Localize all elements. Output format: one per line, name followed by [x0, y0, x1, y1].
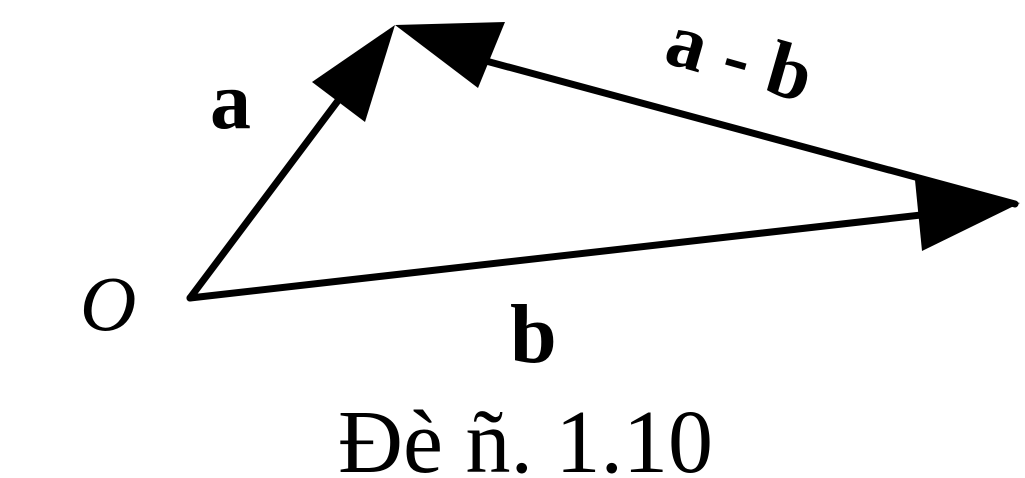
vector-a-minus-b-shaft	[471, 54, 1019, 208]
origin-label: O	[80, 260, 136, 347]
vector-b-shaft	[186, 210, 934, 302]
vector-a-shaft	[186, 78, 356, 302]
figure-caption: Đè ñ. 1.10	[338, 393, 713, 478]
vector-a-arrowhead	[312, 25, 395, 122]
vector-a-minus-b-arrowhead	[395, 22, 505, 88]
vector-b-label: b	[510, 288, 557, 381]
difference-label: a - b	[657, 0, 823, 119]
vector-a-label: a	[210, 55, 251, 146]
